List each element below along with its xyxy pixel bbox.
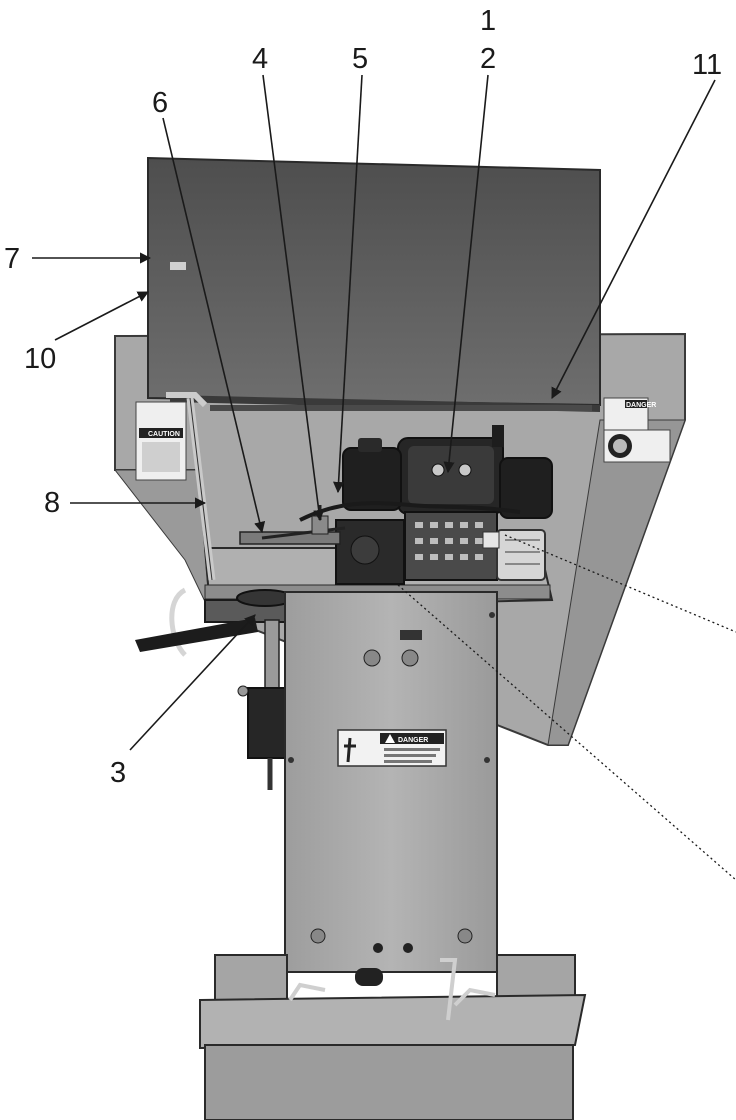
leader-3	[129, 614, 256, 751]
callout-11: 11	[692, 49, 722, 81]
callout-5: 5	[352, 43, 368, 75]
leader-2	[443, 74, 489, 474]
pulley-assembly	[135, 587, 294, 790]
leader-lines	[32, 74, 736, 881]
leader-11	[551, 79, 716, 399]
danger-decal-center: DANGER	[337, 729, 447, 767]
callout-7: 7	[4, 243, 20, 275]
hopper-shield	[147, 156, 601, 412]
callout-2: 2	[480, 43, 496, 75]
callout-4: 4	[252, 43, 268, 75]
leader-4	[262, 74, 325, 522]
engine	[299, 425, 553, 585]
callout-3: 3	[110, 757, 126, 789]
caution-decal-label: CAUTION	[148, 431, 180, 438]
leader-5	[332, 74, 363, 494]
danger-decal-center-label: DANGER	[398, 737, 428, 744]
callout-10: 10	[24, 343, 56, 375]
callout-6: 6	[152, 87, 168, 119]
detail-line-upper	[504, 534, 736, 633]
callout-8: 8	[44, 487, 60, 519]
base-frame	[199, 954, 587, 1120]
leader-6	[162, 117, 266, 534]
danger-decal-right: DANGER	[603, 397, 671, 463]
center-column	[284, 591, 498, 986]
caution-decal: CAUTION	[135, 401, 187, 481]
callout-labels: 1 2 3 4 5 6 7 8 10 11	[4, 5, 722, 789]
callout-1: 1	[480, 5, 496, 37]
danger-decal-right-label: DANGER	[626, 402, 656, 409]
leader-10	[54, 291, 149, 341]
